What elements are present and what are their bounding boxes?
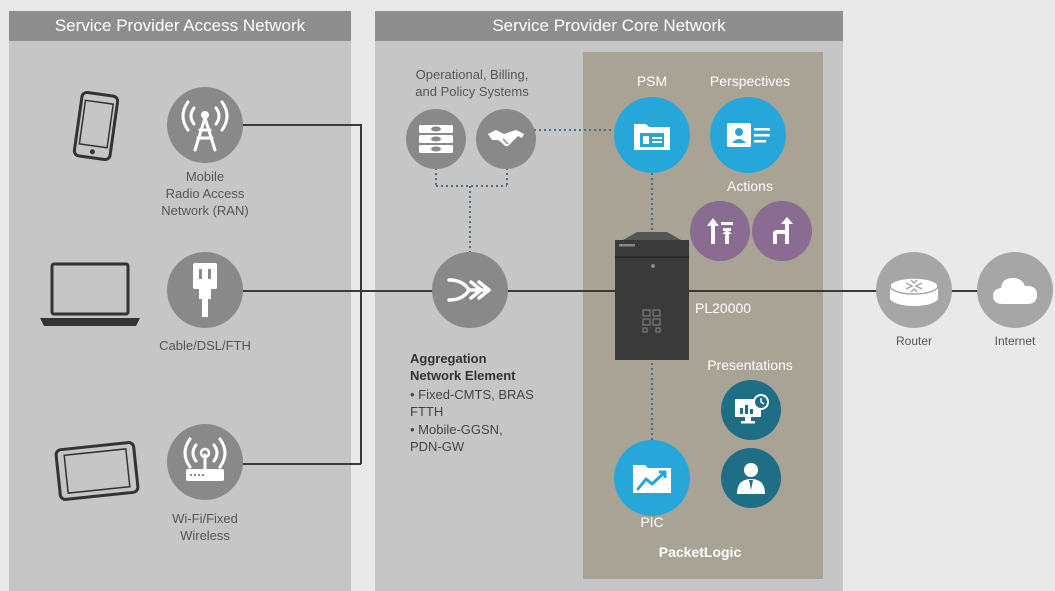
pic-folder-icon — [614, 440, 690, 516]
laptop-icon — [40, 262, 140, 326]
core-network-header: Service Provider Core Network — [375, 11, 843, 41]
router-icon — [876, 252, 952, 328]
ops-systems-label: Operational, Billing, and Policy Systems — [415, 67, 529, 99]
tablet-icon — [54, 441, 140, 501]
pl20000-label: PL20000 — [695, 300, 752, 316]
wifi-label: Wi-Fi/Fixed Wireless — [172, 511, 238, 543]
money-icon — [406, 109, 466, 169]
smartphone-icon — [72, 90, 120, 162]
packetlogic-name: PacketLogic — [658, 544, 742, 560]
pic-label: PIC — [640, 514, 664, 530]
radio-tower-icon — [167, 87, 243, 163]
psm-folder-icon — [614, 97, 690, 173]
wifi-link-line — [242, 463, 361, 465]
aggregation-icon — [432, 252, 508, 328]
presentations-label: Presentations — [707, 357, 793, 373]
presentations-monitor-icon — [721, 380, 781, 440]
access-trunk-line — [360, 124, 362, 464]
actions-label: Actions — [727, 178, 773, 194]
internet-label: Internet — [994, 334, 1036, 348]
cable-label: Cable/DSL/FTH — [159, 338, 251, 353]
perspectives-contact-icon — [710, 97, 786, 173]
main-backbone-line — [242, 290, 980, 292]
wifi-router-icon — [167, 424, 243, 500]
ran-link-line — [242, 124, 361, 126]
access-network-header: Service Provider Access Network — [9, 11, 351, 41]
perspectives-label: Perspectives — [709, 73, 791, 89]
ran-label: Mobile Radio Access Network (RAN) — [161, 169, 249, 218]
presentations-user-icon — [721, 448, 781, 508]
cable-plug-icon — [167, 252, 243, 328]
router-label: Router — [895, 334, 933, 348]
internet-cloud-icon — [977, 252, 1053, 328]
action-prioritize-icon — [690, 201, 750, 261]
action-reroute-icon — [752, 201, 812, 261]
aggregation-bullet-mobile: • Mobile-GGSN, PDN-GW — [410, 422, 503, 454]
psm-label: PSM — [636, 73, 668, 89]
handshake-icon — [476, 109, 536, 169]
aggregation-title: Aggregation Network Element — [410, 351, 516, 383]
aggregation-bullet-fixed: • Fixed-CMTS, BRAS FTTH — [410, 387, 534, 419]
pl20000-server-icon — [615, 232, 689, 360]
